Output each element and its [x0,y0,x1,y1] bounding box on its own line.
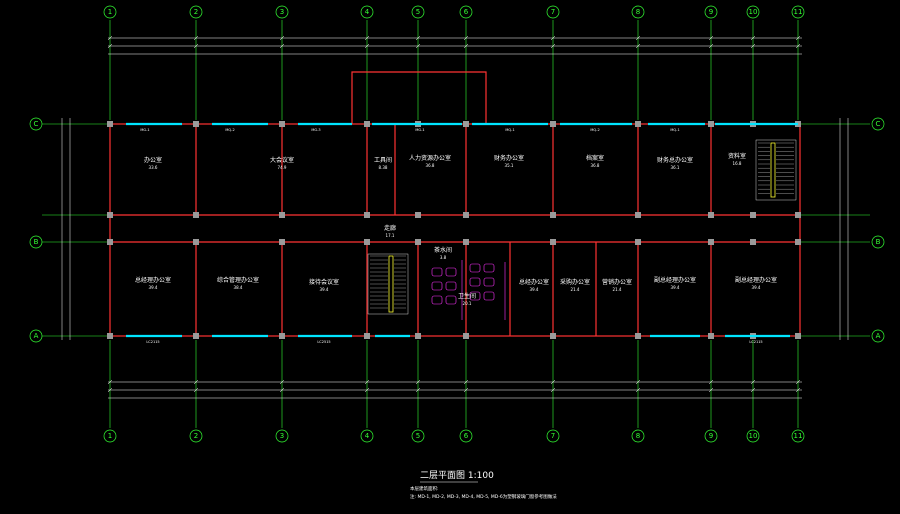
axis-label: 9 [709,8,713,16]
window-label: MQ-1 [505,128,514,132]
room-name: 卫生间 [458,292,476,300]
axis-label: C [876,120,881,128]
windows [126,122,798,338]
room-area: 20.1 [463,301,472,306]
room-area: 39.4 [320,287,329,292]
room-area: 21.4 [613,287,622,292]
room-name: 财务总办公室 [657,156,693,164]
window-label: MG-1 [415,128,424,132]
room-area: 21.4 [571,287,580,292]
room-area: 39.4 [752,285,761,290]
axis-label: A [34,332,39,340]
room-name: 大会议室 [270,156,294,164]
window-label: LC2115 [146,340,159,344]
area-note: 本层建筑面积: [410,485,439,492]
axis-label: 3 [280,8,284,16]
axis-label: C [34,120,39,128]
room-name: 营销办公室 [602,278,632,286]
window-labels: MG-1 MQ-2 MG-3 MG-1 MQ-1 MQ-2 MQ-1 LC211… [140,128,762,344]
room-area: 16.8 [733,161,742,166]
dimension-lines [61,35,849,399]
axis-label: 7 [551,8,555,16]
axis-label: 1 [108,432,112,440]
room-area: 38.4 [234,285,243,290]
axis-label: 10 [749,8,758,16]
stair-steps [370,142,794,309]
axis-label: B [34,238,39,246]
room-name: 接待会议室 [309,278,339,286]
structural-columns [107,121,801,339]
room-name: 总经办公室 [519,278,549,286]
room-name: 采购办公室 [560,278,590,286]
room-name: 综合管理办公室 [217,276,259,284]
axis-label: 11 [794,432,803,440]
axis-label: 5 [416,432,420,440]
room-name: 办公室 [144,156,162,164]
room-name: 茶水间 [434,246,452,254]
restroom-fixtures [431,260,506,320]
window-label: MG-3 [311,128,320,132]
room-area: 3.8 [440,255,447,260]
room-area: 39.4 [530,287,539,292]
axis-label: 1 [108,8,112,16]
room-name: 副总经理办公室 [735,276,777,284]
axis-label: 6 [464,432,469,440]
axis-grid [42,20,870,428]
axis-label: 2 [194,8,198,16]
room-area: 35.1 [505,163,514,168]
drawing-title: 二层平面图 1:100 [420,470,494,481]
axis-label: 8 [636,432,640,440]
window-label: MQ-2 [590,128,599,132]
room-area: 17.1 [386,233,395,238]
room-area: 39.4 [149,285,158,290]
stair-east [755,139,797,201]
room-name: 财务办公室 [494,154,524,162]
room-name: 副总经理办公室 [654,276,696,284]
room-labels: 办公室 33.6 大会议室 74.9 工具间 8.38 人力资源办公室 36.8… [135,152,777,306]
door-note: 注: MD-1, MD-2, MD-3, MD-4, MD-5, MD-6为塑钢… [410,493,557,500]
room-name: 档案室 [586,154,604,162]
room-area: 36.8 [591,163,600,168]
room-area: 36.8 [426,163,435,168]
room-area: 8.38 [379,165,388,170]
axis-label: B [876,238,881,246]
room-name: 人力资源办公室 [409,154,451,162]
window-label: MG-1 [140,128,149,132]
axis-label: 7 [551,432,555,440]
axis-label: 5 [416,8,420,16]
axis-label: 2 [194,432,198,440]
axis-label: 4 [365,432,370,440]
room-area: 74.9 [278,165,287,170]
room-area: 39.4 [671,285,680,290]
room-area: 33.6 [149,165,158,170]
axis-label: 6 [464,8,469,16]
window-label: MQ-2 [225,128,234,132]
axis-label: 10 [749,432,758,440]
room-name: 总经理办公室 [135,276,171,284]
room-name: 资料室 [728,152,746,160]
room-name: 走廊 [384,224,396,232]
axis-label: 9 [709,432,713,440]
axis-label: 4 [365,8,370,16]
axis-label: A [876,332,881,340]
axis-label: 3 [280,432,284,440]
room-name: 工具间 [374,156,392,164]
room-area: 36.1 [671,165,680,170]
window-label: MQ-1 [670,128,679,132]
axis-label: 11 [794,8,803,16]
stair-west [367,253,409,315]
window-label: LC2515 [317,340,330,344]
axis-label: 8 [636,8,640,16]
window-label: LC2115 [749,340,762,344]
